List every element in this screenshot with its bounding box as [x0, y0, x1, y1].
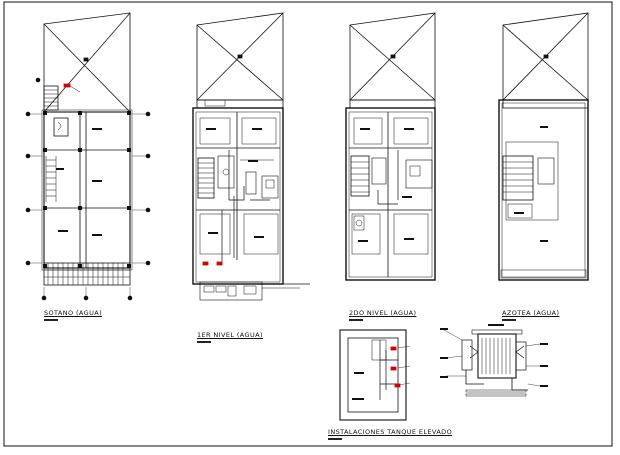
- title-sotano: SOTANO (AGUA): [44, 309, 103, 317]
- nivel2-floor: [345, 107, 436, 281]
- sotano-floor: [43, 111, 131, 269]
- tanque-floor: [347, 337, 399, 413]
- scale-tanque: [328, 438, 342, 440]
- scale-nivel1: [197, 341, 211, 343]
- nivel1-floor: [192, 107, 284, 285]
- plan-tanque: [339, 329, 411, 421]
- plan-nivel2: [345, 12, 436, 281]
- title-azotea: AZOTEA (AGUA): [502, 309, 560, 317]
- azotea-floor: [498, 99, 589, 281]
- plan-sotano: [25, 12, 151, 301]
- plan-azotea: [498, 12, 589, 281]
- sheet-border: [3, 1, 613, 447]
- scale-nivel2: [349, 319, 363, 321]
- scale-azotea: [502, 319, 516, 321]
- scale-sotano: [44, 319, 58, 321]
- title-nivel2: 2DO NIVEL (AGUA): [349, 309, 417, 317]
- title-nivel1: 1ER NIVEL (AGUA): [197, 331, 263, 339]
- plan-nivel1: [192, 12, 310, 301]
- tank-body: [477, 333, 517, 379]
- title-tanque: INSTALACIONES TANQUE ELEVADO: [328, 428, 453, 436]
- tank-section: [440, 324, 548, 397]
